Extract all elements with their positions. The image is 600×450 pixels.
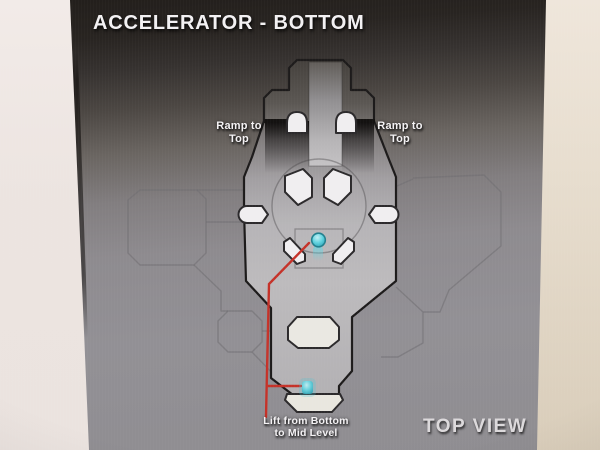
ramp-to-top-label-right: Ramp to Top xyxy=(365,120,435,146)
lift-label: Lift from Bottom to Mid Level xyxy=(250,415,362,439)
ramp-right-line2: Top xyxy=(390,133,410,145)
lift-label-line2: to Mid Level xyxy=(274,426,338,439)
lift-label-line1: Lift from Bottom xyxy=(263,415,349,427)
page-title: ACCELERATOR - BOTTOM xyxy=(93,12,365,34)
ramp-left-line1: Ramp to xyxy=(216,120,262,132)
ramp-right-line1: Ramp to xyxy=(377,120,423,132)
ramp-to-top-label-left: Ramp to Top xyxy=(204,120,274,146)
monitor-edge-right xyxy=(537,0,600,450)
ramp-left-line2: Top xyxy=(229,133,249,145)
top-view-label: TOP VIEW xyxy=(423,416,528,437)
